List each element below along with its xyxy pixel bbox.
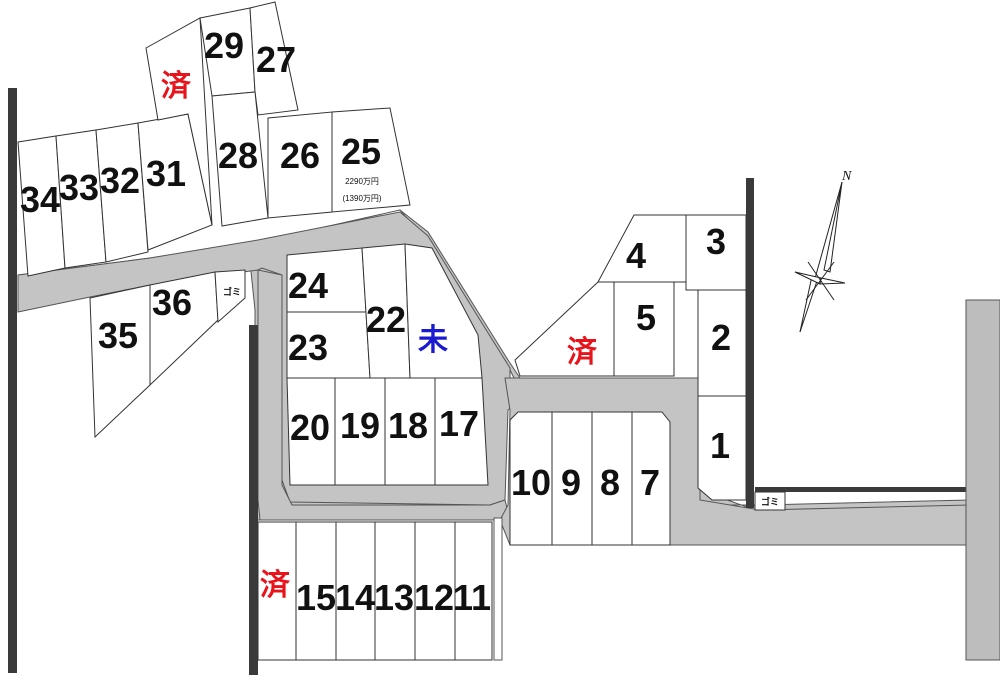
garbage-west <box>214 269 246 324</box>
lot-number-27: 27 <box>256 39 296 80</box>
lot-number-19: 19 <box>340 405 380 446</box>
lot-number-11: 11 <box>453 577 491 618</box>
lot-25-price-alt: (1390万円) <box>342 194 381 203</box>
lot-25 <box>331 107 411 213</box>
lot-5 <box>613 281 675 377</box>
lot-number-33: 33 <box>59 167 99 208</box>
lot-number-14: 14 <box>335 577 375 618</box>
garbage-label-east: ゴミ <box>761 496 779 508</box>
lot-sold-east <box>514 281 615 377</box>
sold-mark-north: 済 <box>161 69 192 104</box>
lot-number-2: 2 <box>711 317 731 358</box>
compass-north-label: N <box>841 169 852 184</box>
sold-mark-east: 済 <box>567 335 598 370</box>
lot-number-31: 31 <box>146 153 186 194</box>
boundary-bar-center <box>249 325 258 675</box>
side-road-strip <box>965 299 1000 661</box>
lot-number-34: 34 <box>20 179 60 220</box>
unsold-mark: 未 <box>418 323 448 358</box>
lot-number-28: 28 <box>218 135 258 176</box>
lot-number-20: 20 <box>290 407 330 448</box>
lot-number-29: 29 <box>204 25 244 66</box>
sold-mark-south: 済 <box>260 568 291 603</box>
lot-unsold <box>404 243 483 379</box>
boundary-bar-south <box>755 487 970 492</box>
lot-number-5: 5 <box>636 297 656 338</box>
lot-25-price: 2290万円 <box>345 177 379 186</box>
lot-number-1: 1 <box>710 425 730 466</box>
lot-number-25: 25 <box>341 131 381 172</box>
lot-number-32: 32 <box>100 160 140 201</box>
lot-number-17: 17 <box>439 403 479 444</box>
lot-7 <box>631 411 671 546</box>
lot-number-7: 7 <box>640 462 660 503</box>
lot-number-22: 22 <box>366 299 406 340</box>
lot-number-18: 18 <box>388 405 428 446</box>
lot-number-8: 8 <box>600 462 620 503</box>
lot-number-12: 12 <box>414 577 454 618</box>
boundary-bar-east <box>746 178 754 508</box>
lot-number-15: 15 <box>296 577 336 618</box>
lot-number-26: 26 <box>280 135 320 176</box>
lot-11 <box>454 521 493 661</box>
garbage-label-west: ゴミ <box>223 286 241 298</box>
lot-10 <box>509 411 553 546</box>
compass-icon: N <box>794 169 852 333</box>
lot-number-13: 13 <box>374 577 414 618</box>
lot-number-3: 3 <box>706 221 726 262</box>
lot-32 <box>95 122 149 263</box>
lot-number-9: 9 <box>561 462 581 503</box>
lot-number-10: 10 <box>511 462 551 503</box>
lot-sold-north <box>145 17 213 226</box>
lot-35 <box>89 284 151 439</box>
lot-number-23: 23 <box>288 327 328 368</box>
garbage-east <box>754 491 786 511</box>
road-center-loop <box>257 269 511 521</box>
walkway-strip <box>493 517 503 661</box>
lot-1 <box>697 395 747 501</box>
lot-number-4: 4 <box>626 235 646 276</box>
lot-17 <box>434 377 489 486</box>
boundary-bar-west <box>8 88 17 673</box>
lot-number-35: 35 <box>98 315 138 356</box>
lot-number-24: 24 <box>288 265 328 306</box>
lot-27 <box>249 1 299 116</box>
lot-number-36: 36 <box>152 282 192 323</box>
